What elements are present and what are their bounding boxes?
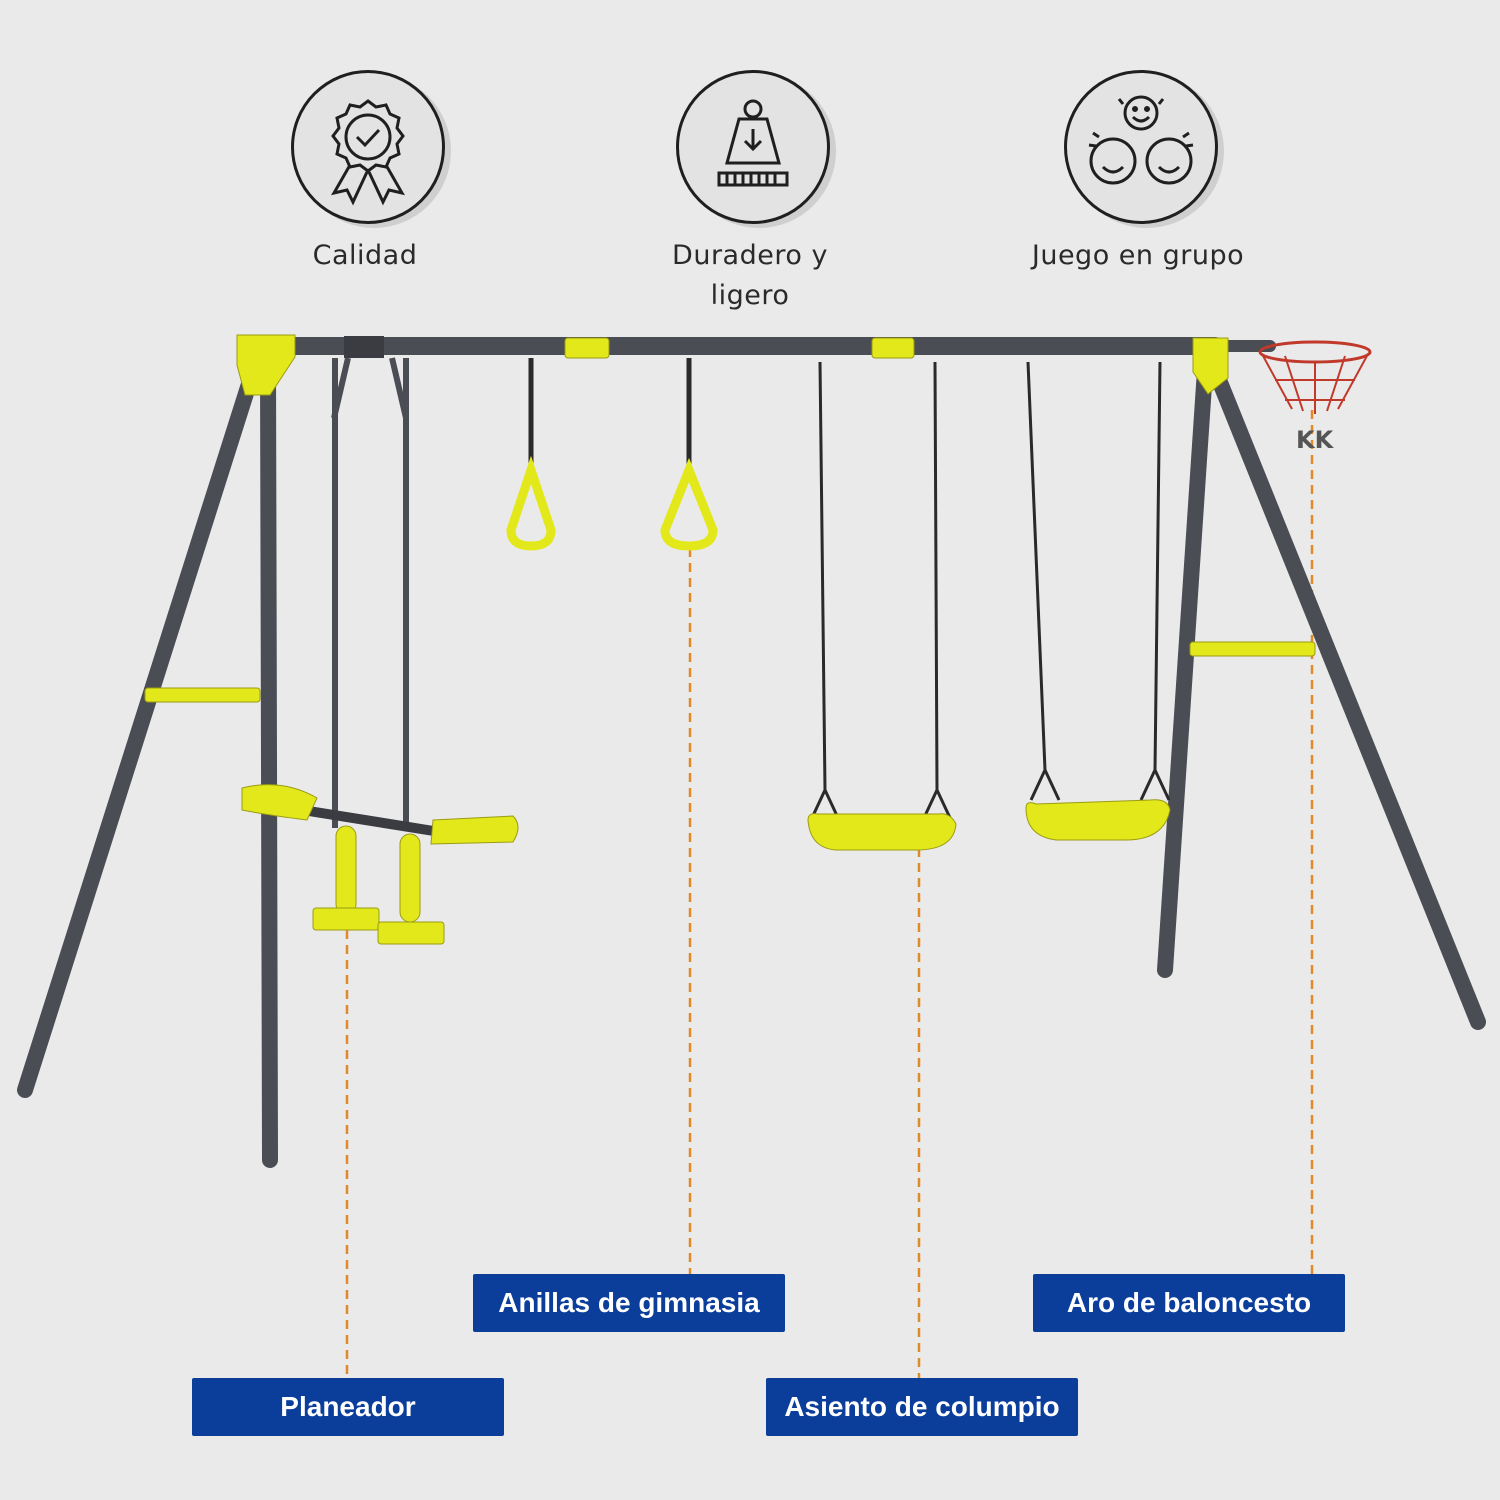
group-play-icon [1064, 70, 1218, 224]
callout-basketball-hoop: Aro de baloncesto [1033, 1274, 1345, 1332]
frame-joints [144, 334, 1316, 703]
glider [241, 336, 519, 945]
callout-glider: Planeador [192, 1378, 504, 1436]
callout-swing-seat: Asiento de columpio [766, 1378, 1078, 1436]
feature-label-line1: Duradero y [672, 240, 828, 271]
feature-label: Duradero y ligero [600, 236, 900, 316]
swing-seats [809, 361, 1171, 821]
frame [17, 337, 1486, 1168]
svg-text:KK: KK [1296, 426, 1335, 454]
quality-badge-icon [291, 70, 445, 224]
gym-rings [506, 358, 718, 551]
leader-lines [345, 410, 1314, 1378]
callout-gym-rings: Anillas de gimnasia [473, 1274, 785, 1332]
feature-label: Calidad [312, 240, 418, 271]
swing-seat-shapes [807, 799, 1171, 851]
weight-durability-icon [676, 70, 830, 224]
feature-label-line2: ligero [710, 280, 790, 311]
basketball-hoop: KK [1258, 340, 1372, 454]
feature-label: Juego en grupo [1031, 240, 1245, 271]
